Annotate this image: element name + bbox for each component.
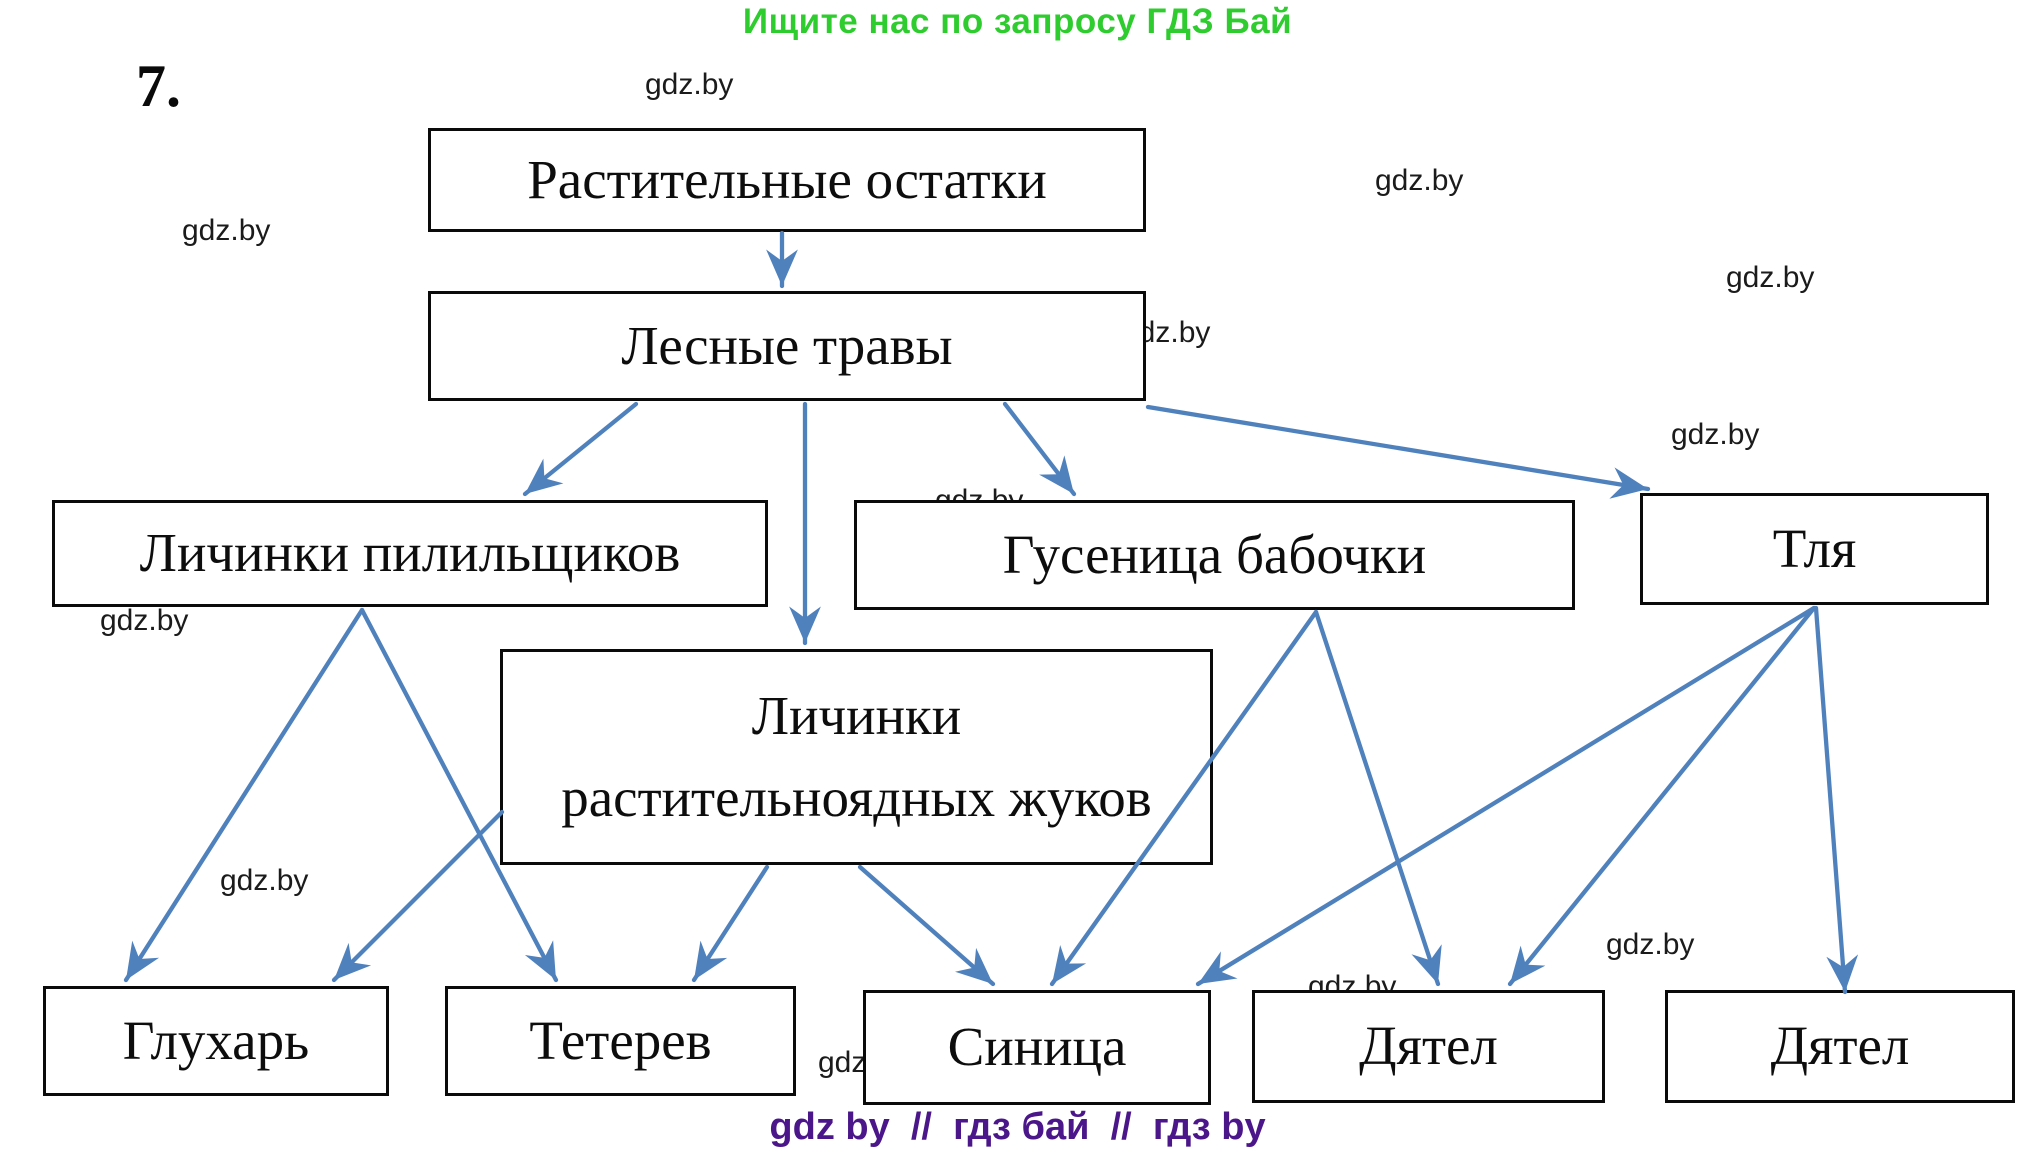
node-capercaillie: Глухарь — [43, 986, 389, 1096]
arrow-aphid-to-woodpecker_2 — [1813, 605, 1859, 995]
watermark-gdzby-9: gdz.by — [220, 864, 309, 897]
arrow-aphid-to-tit — [1195, 605, 1817, 987]
node-butterfly-caterpillar: Гусеница бабочки — [854, 500, 1575, 610]
node-forest-grasses-label: Лесные травы — [621, 314, 953, 376]
task-number: 7. — [136, 53, 181, 119]
node-capercaillie-label: Глухарь — [122, 1009, 310, 1071]
node-plant-remains-label: Растительные остатки — [527, 148, 1047, 210]
arrow-sawfly_larvae-to-capercaillie — [123, 607, 365, 983]
arrow-butterfly_caterpillar-to-woodpecker_1 — [1313, 609, 1442, 987]
node-beetle-larvae-label-line1: Личинки — [751, 684, 962, 746]
node-sawfly-larvae-label: Личинки пилильщиков — [139, 522, 681, 584]
node-tit: Синица — [863, 990, 1211, 1105]
node-beetle-larvae: Личинки растительноядных жуков — [500, 649, 1213, 865]
watermark-gdzby-3: gdz.by — [182, 214, 271, 247]
node-forest-grasses: Лесные травы — [428, 291, 1146, 401]
watermark-gdzby-8: gdz.by — [100, 604, 189, 637]
node-sawfly-larvae: Личинки пилильщиков — [52, 500, 768, 607]
arrow-beetle_larvae-to-black_grouse — [691, 864, 770, 983]
node-woodpecker-2-label: Дятел — [1770, 1015, 1910, 1077]
footer-watermark-text: gdz by // гдз бай // гдз by — [769, 1106, 1266, 1148]
node-black-grouse: Тетерев — [445, 986, 796, 1096]
node-tit-label: Синица — [947, 1016, 1127, 1078]
node-plant-remains: Растительные остатки — [428, 128, 1146, 232]
promo-banner-text: Ищите нас по запросу ГДЗ Бай — [742, 2, 1293, 41]
node-woodpecker-2: Дятел — [1665, 990, 2015, 1103]
watermark-gdzby-4: gdz.by — [1726, 261, 1815, 294]
node-beetle-larvae-label-line2: растительноядных жуков — [561, 767, 1152, 828]
arrow-forest_grasses-to-butterfly_caterpillar — [1002, 401, 1077, 497]
node-butterfly-caterpillar-label: Гусеница бабочки — [1002, 523, 1427, 585]
arrow-beetle_larvae-to-tit — [857, 864, 996, 987]
arrow-beetle_larvae-to-capercaillie — [331, 809, 505, 983]
watermark-gdzby-1: gdz.by — [645, 68, 734, 101]
node-woodpecker-1: Дятел — [1252, 990, 1605, 1103]
arrow-forest_grasses-to-aphid — [1145, 404, 1651, 499]
node-woodpecker-1-label: Дятел — [1359, 1015, 1498, 1077]
node-aphid: Тля — [1640, 493, 1989, 605]
watermark-gdzby-6: gdz.by — [1671, 418, 1760, 451]
watermark-gdzby-10: gdz.by — [1606, 928, 1695, 961]
arrow-forest_grasses-to-sawfly_larvae — [522, 401, 639, 497]
watermark-gdzby-2: gdz.by — [1375, 164, 1464, 197]
node-black-grouse-label: Тетерев — [529, 1009, 712, 1071]
node-aphid-label: Тля — [1772, 517, 1857, 579]
